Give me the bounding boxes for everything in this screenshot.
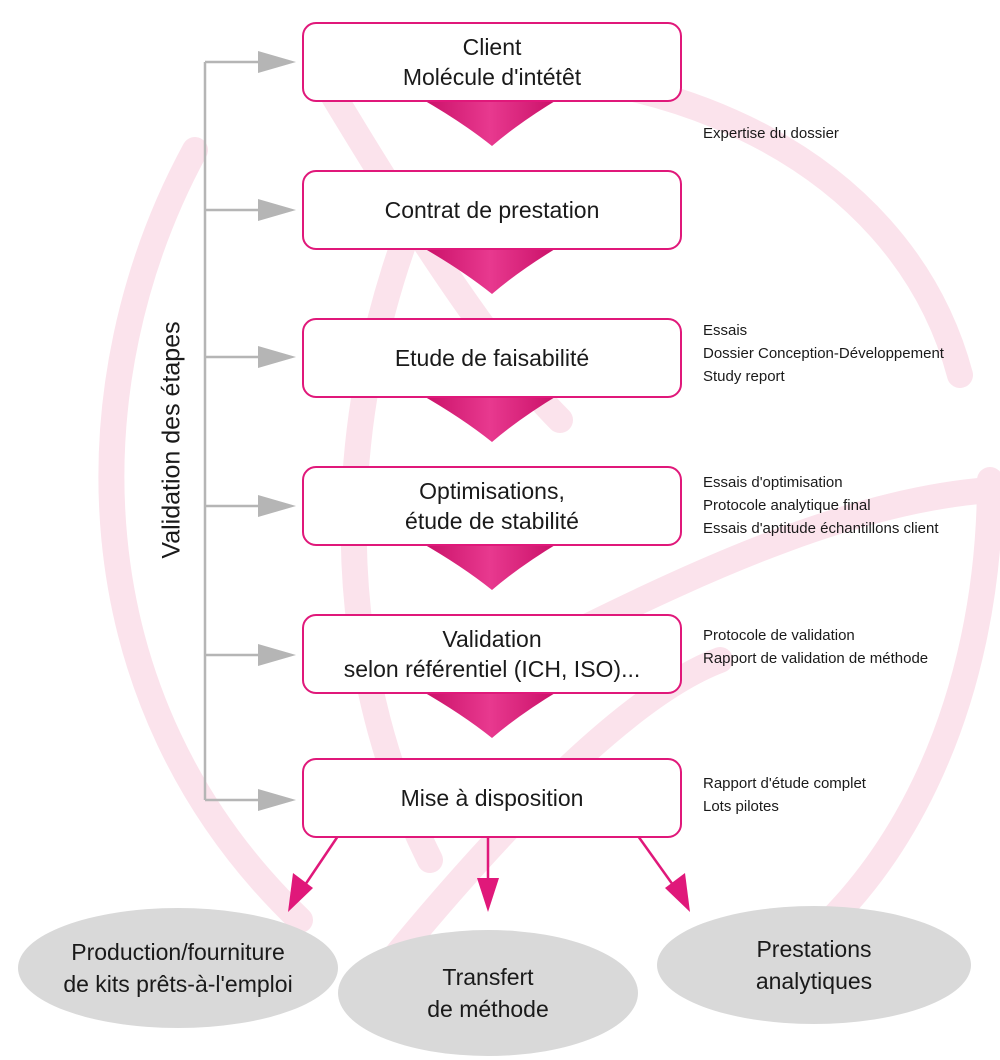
note-line: Essais (703, 322, 748, 339)
step-text: selon référentiel (ICH, ISO)... (343, 656, 641, 682)
gray-arrowhead-icon (258, 346, 296, 368)
step-contract: Contrat de prestation (302, 170, 682, 250)
outcome-text: de méthode (427, 996, 549, 1022)
note-feasibility: Essais Dossier Conception-Développement … (703, 319, 944, 388)
chevron-down-icon (420, 542, 560, 590)
step-text: Molécule d'intétêt (402, 64, 582, 90)
validation-steps-label: Validation des étapes (157, 321, 186, 559)
step-text: Validation (442, 626, 542, 652)
outcome-text: Production/fourniture (71, 939, 285, 965)
note-validation: Protocole de validation Rapport de valid… (703, 624, 928, 670)
note-line: Expertise du dossier (703, 125, 839, 142)
note-line: Protocole analytique final (703, 497, 871, 514)
note-line: Rapport de validation de méthode (703, 650, 929, 667)
outcome-production-kits: Production/fourniture de kits prêts-à-l'… (18, 908, 338, 1028)
outcome-connector-right (636, 835, 675, 886)
note-delivery: Rapport d'étude complet Lots pilotes (703, 772, 866, 818)
step-text: Client (462, 34, 522, 60)
outcome-analytical-services: Prestations analytiques (657, 906, 971, 1024)
chevron-down-icon (420, 98, 560, 146)
outcome-method-transfer: Transfert de méthode (338, 930, 638, 1056)
outcome-text: de kits prêts-à-l'emploi (63, 971, 293, 997)
step-client: Client Molécule d'intétêt (302, 22, 682, 102)
step-optimisation: Optimisations, étude de stabilité (302, 466, 682, 546)
step-feasibility: Etude de faisabilité (302, 318, 682, 398)
step-text: Optimisations, (419, 478, 565, 504)
outcome-text: Prestations (756, 936, 872, 962)
step-text: Etude de faisabilité (394, 345, 590, 371)
step-text: étude de stabilité (405, 508, 579, 534)
gray-arrowhead-icon (258, 199, 296, 221)
step-text: Mise à disposition (400, 785, 584, 811)
gray-arrowhead-icon (258, 51, 296, 73)
chevron-down-icon (420, 246, 560, 294)
gray-arrowhead-icon (258, 789, 296, 811)
note-line: Rapport d'étude complet (703, 775, 866, 792)
note-expertise: Expertise du dossier (703, 122, 839, 145)
step-delivery: Mise à disposition (302, 758, 682, 838)
pink-arrowhead-icon (477, 878, 499, 912)
chevron-down-icon (420, 690, 560, 738)
outcome-text: analytiques (755, 968, 873, 994)
step-validation: Validation selon référentiel (ICH, ISO).… (302, 614, 682, 694)
chevron-down-icon (420, 394, 560, 442)
pink-arrowhead-icon (665, 873, 690, 912)
note-line: Essais d'aptitude échantillons client (703, 520, 939, 537)
note-line: Essais d'optimisation (703, 474, 843, 491)
note-line: Study report (703, 368, 785, 385)
note-line: Protocole de validation (703, 627, 855, 644)
outcome-connector-left (303, 835, 340, 886)
step-text: Contrat de prestation (384, 197, 600, 223)
outcome-text: Transfert (442, 964, 534, 990)
gray-arrowhead-icon (258, 495, 296, 517)
note-line: Dossier Conception-Développement (703, 345, 944, 362)
pink-arrowhead-icon (288, 873, 313, 912)
gray-arrowhead-icon (258, 644, 296, 666)
note-line: Lots pilotes (703, 798, 779, 815)
note-optimisation: Essais d'optimisation Protocole analytiq… (703, 471, 939, 540)
